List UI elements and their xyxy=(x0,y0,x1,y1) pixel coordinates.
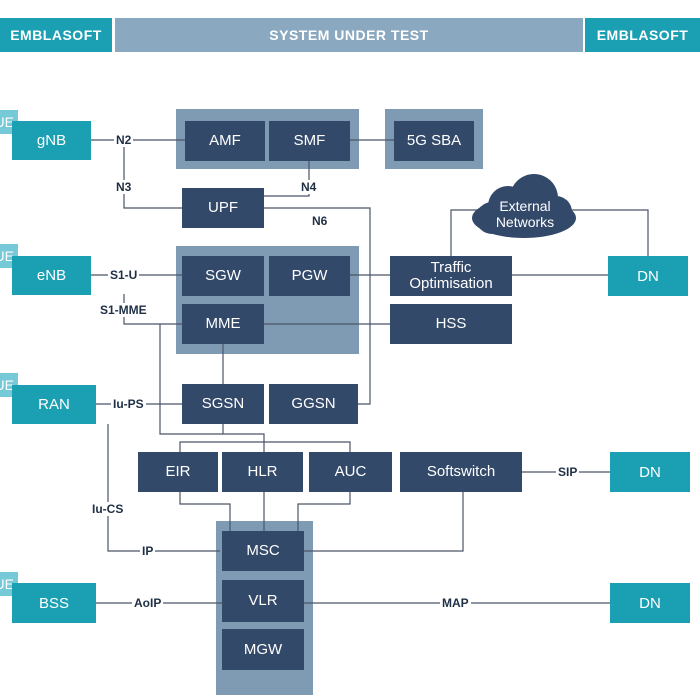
sgw-node: SGW xyxy=(182,256,264,296)
external-networks-line1: External xyxy=(499,198,551,214)
bss-node: BSS xyxy=(12,583,96,623)
traffic-optimisation-node: Traffic Optimisation xyxy=(390,256,512,296)
hlr-node: HLR xyxy=(222,452,303,492)
interface-label-s1u: S1-U xyxy=(108,268,140,282)
auc-node: AUC xyxy=(309,452,392,492)
interface-label-iucs: Iu-CS xyxy=(90,502,126,516)
pgw-node: PGW xyxy=(269,256,350,296)
traffic-optimisation-line1: Traffic xyxy=(430,259,472,276)
sgsn-node: SGSN xyxy=(182,384,264,424)
amf-node: AMF xyxy=(185,121,265,161)
header-left-brand: EMBLASOFT xyxy=(0,18,112,52)
interface-label-map: MAP xyxy=(440,596,471,610)
dn-node-sip: DN xyxy=(610,452,690,492)
external-networks-line2: Networks xyxy=(495,214,555,230)
dn-node-traffic: DN xyxy=(608,256,688,296)
ggsn-node: GGSN xyxy=(269,384,358,424)
header-system-under-test: SYSTEM UNDER TEST xyxy=(115,18,583,52)
external-networks-cloud-icon xyxy=(472,174,576,238)
vlr-node: VLR xyxy=(222,580,304,622)
interface-label-s1mme: S1-MME xyxy=(98,303,149,317)
mme-node: MME xyxy=(182,304,264,344)
softswitch-node: Softswitch xyxy=(400,452,522,492)
interface-label-sip: SIP xyxy=(556,465,580,479)
dn-node-map: DN xyxy=(610,583,690,623)
msc-node: MSC xyxy=(222,531,304,571)
interface-label-iups: Iu-PS xyxy=(111,397,146,411)
ran-node: RAN xyxy=(12,385,96,424)
enb-node: eNB xyxy=(12,256,91,295)
traffic-optimisation-line2: Optimisation xyxy=(409,275,493,292)
smf-node: SMF xyxy=(269,121,350,161)
header-right-brand: EMBLASOFT xyxy=(585,18,700,52)
mgw-node: MGW xyxy=(222,629,304,670)
hss-node: HSS xyxy=(390,304,512,344)
interface-label-ip: IP xyxy=(140,544,156,558)
gnb-node: gNB xyxy=(12,121,91,160)
external-networks-label: External Networks xyxy=(478,198,572,230)
interface-label-n6: N6 xyxy=(310,214,330,228)
upf-node: UPF xyxy=(182,188,264,228)
5g-sba-node: 5G SBA xyxy=(394,121,474,161)
interface-label-n3: N3 xyxy=(114,180,134,194)
eir-node: EIR xyxy=(138,452,218,492)
interface-label-aoip: AoIP xyxy=(132,596,164,610)
interface-label-n4: N4 xyxy=(299,180,319,194)
interface-label-n2: N2 xyxy=(114,133,134,147)
